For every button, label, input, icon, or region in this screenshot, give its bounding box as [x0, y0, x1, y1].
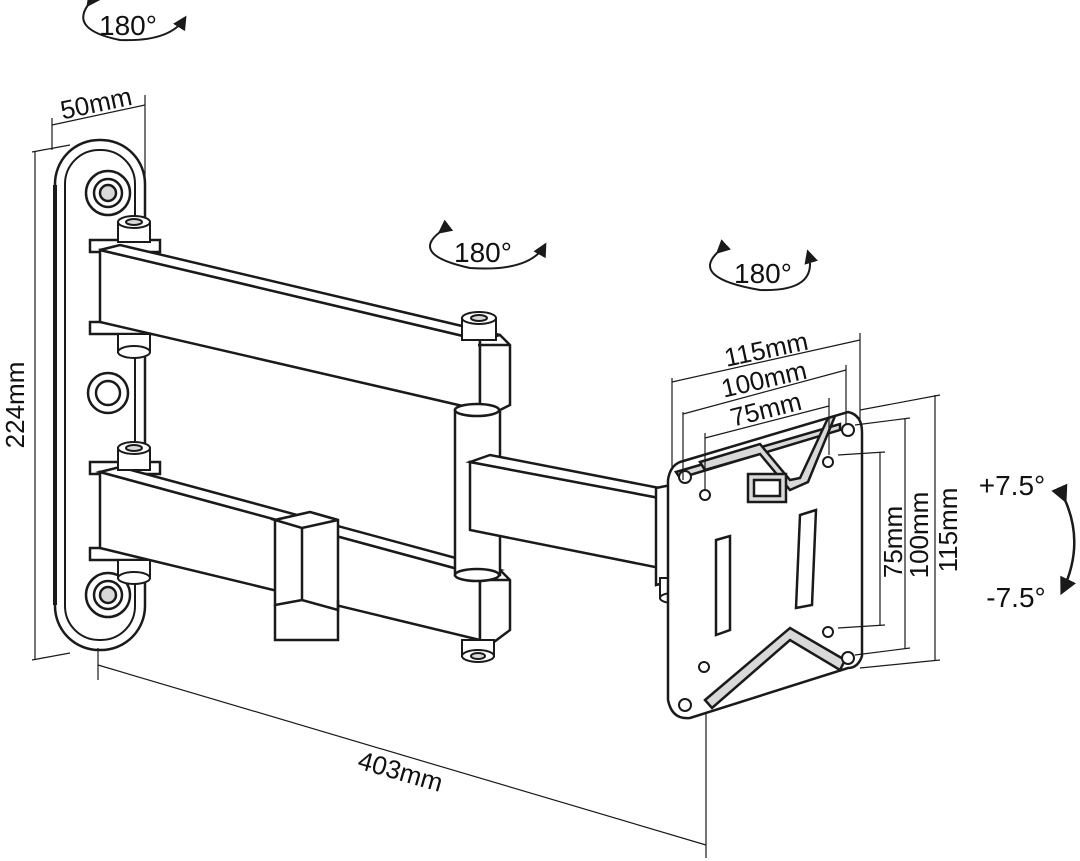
dim-wall-plate-height: 224mm: [0, 362, 30, 449]
wall-plate-screw-bottom: [84, 571, 132, 619]
front-arm: [465, 453, 683, 587]
tilt-indicator: +7.5° -7.5°: [979, 470, 1077, 613]
dim-vesa-v-100: 100mm: [904, 492, 934, 579]
dim-wall-plate-width: 50mm: [58, 81, 135, 125]
upper-arm: [88, 238, 512, 417]
dim-vesa-v-115: 115mm: [933, 488, 963, 573]
rotation-indicator-right: 180°: [709, 239, 818, 292]
upper-arm-bolt-top: [117, 215, 151, 243]
wall-plate-screw-top: [84, 169, 132, 217]
wall-plate-screw-middle: [86, 371, 130, 415]
dim-arm-extension: 403mm: [355, 745, 447, 798]
vesa-plate: [666, 410, 864, 720]
elbow-bolt-bottom: [461, 639, 495, 663]
upper-arm-bolt-bottom: [117, 333, 151, 359]
tilt-label-down: -7.5°: [986, 582, 1045, 613]
lower-arm-bolt-top: [117, 441, 151, 471]
tilt-label-up: +7.5°: [979, 470, 1045, 501]
dim-vesa-v-75: 75mm: [878, 506, 908, 578]
lower-arm-bolt-bottom: [117, 559, 151, 585]
rotation-label-middle: 180°: [454, 237, 512, 268]
rotation-label-right: 180°: [734, 258, 792, 289]
dimension-lines: [31, 95, 941, 858]
rotation-label-top-left: 180°: [99, 10, 157, 41]
elbow-bolt-top: [461, 311, 497, 341]
cable-clip: [270, 510, 340, 642]
rotation-indicator-top-left: 180°: [82, 0, 187, 42]
rotation-indicator-middle: 180°: [429, 219, 547, 270]
